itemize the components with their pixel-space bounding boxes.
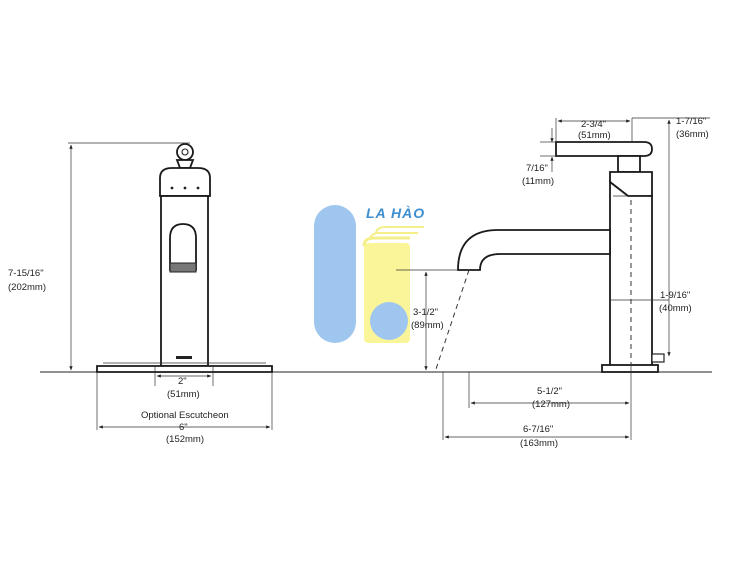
dim-body-offset-imperial: 1-9/16" <box>660 290 690 301</box>
dim-spout-reach-metric: (127mm) <box>532 399 570 410</box>
dim-overall-height: 7-15/16" (202mm) <box>8 142 190 371</box>
dim-spout-reach-imperial: 5-1/2" <box>537 386 562 397</box>
dim-handle-offset: 1-7/16" (36mm) <box>632 116 710 357</box>
front-brand-mark <box>176 356 192 359</box>
dim-spout-reach: 5-1/2" (127mm) <box>468 366 632 440</box>
dim-handle-reach-imperial: 2-3/4" <box>581 119 606 130</box>
watermark-arc <box>362 236 410 247</box>
dim-centers-imperial: 2" <box>178 376 187 387</box>
front-aerator <box>169 262 197 273</box>
front-handle-stem <box>175 159 195 169</box>
dim-handle-height: 7/16" (11mm) <box>522 128 556 187</box>
dim-spout-height-metric: (89mm) <box>411 320 444 331</box>
front-spout <box>169 223 197 271</box>
dim-handle-offset-imperial: 1-7/16" <box>676 116 706 127</box>
dim-overall-depth: 6-7/16" (163mm) <box>442 372 630 449</box>
side-lift-rod <box>651 353 665 363</box>
dim-centers-metric: (51mm) <box>167 389 200 400</box>
dim-overall-depth-imperial: 6-7/16" <box>523 424 553 435</box>
side-base <box>601 364 659 373</box>
front-body <box>160 195 209 367</box>
escutcheon-plate <box>96 365 273 373</box>
dim-centers: 2" (51mm) <box>154 372 214 400</box>
escutcheon-label: Optional Escutcheon <box>141 410 229 421</box>
dim-overall-height-metric: (202mm) <box>8 282 46 293</box>
watermark-arc <box>369 232 418 241</box>
front-handle-knob <box>176 143 194 161</box>
dim-handle-reach-metric: (51mm) <box>578 130 611 141</box>
dim-body-offset-metric: (40mm) <box>659 303 692 314</box>
watermark-blue-dot <box>370 302 408 340</box>
front-view-faucet <box>96 143 273 373</box>
dim-overall-height-imperial: 7-15/16" <box>8 268 44 279</box>
dim-escutcheon-imperial: 6" <box>179 422 188 433</box>
dim-spout-height: 3-1/2" (89mm) <box>396 269 458 371</box>
dim-overall-depth-metric: (163mm) <box>520 438 558 449</box>
dim-handle-reach: 2-3/4" (51mm) <box>555 118 633 142</box>
side-handle-neck <box>617 155 641 173</box>
side-view-faucet <box>434 141 665 373</box>
dim-handle-height-metric: (11mm) <box>522 176 554 187</box>
watermark-blue-bar <box>314 205 356 343</box>
watermark-text: LA HÀO <box>366 205 425 221</box>
dim-handle-offset-metric: (36mm) <box>676 129 709 140</box>
dim-spout-height-imperial: 3-1/2" <box>413 307 438 318</box>
dim-handle-height-imperial: 7/16" <box>526 163 548 174</box>
side-handle-lever <box>555 141 653 157</box>
side-spout <box>457 229 611 271</box>
front-cap <box>159 167 211 197</box>
dim-body-offset: 1-9/16" (40mm) <box>610 290 692 314</box>
watermark-logo: LA HÀO <box>314 205 425 343</box>
dim-escutcheon: Optional Escutcheon 6" (152mm) <box>96 372 273 445</box>
front-handle-knob-center <box>181 148 189 156</box>
dim-escutcheon-metric: (152mm) <box>166 434 204 445</box>
watermark-arc <box>375 226 424 235</box>
